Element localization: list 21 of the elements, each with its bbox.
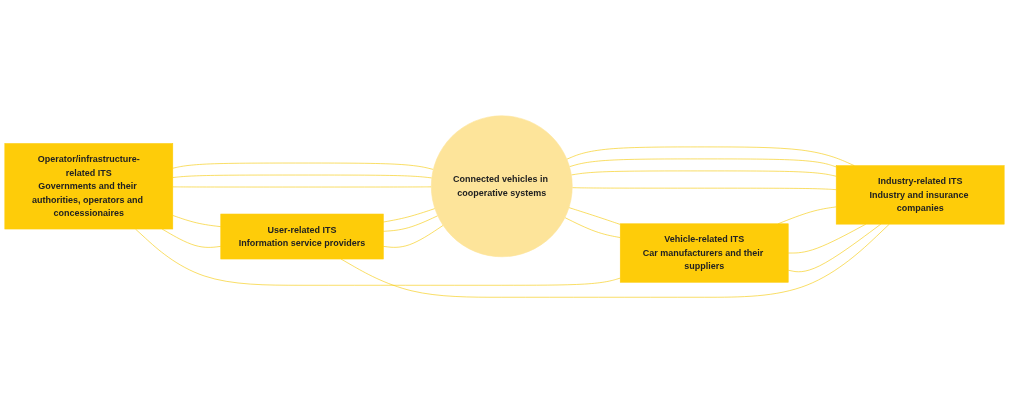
node-circle: Connected vehicles in cooperative systems: [431, 115, 573, 258]
connector: [564, 217, 621, 238]
connector: [172, 162, 434, 170]
node-box: Vehicle-related ITS Car manufacturers and their suppliers: [619, 223, 789, 283]
connector: [340, 223, 890, 298]
connector: [383, 225, 444, 248]
connector: [571, 170, 837, 177]
node-box: Operator/infrastructure-related ITS Governments and their authorities, operators and concessionaires: [4, 143, 174, 230]
node-box: Industry-related ITS Industry and insurance companies: [835, 165, 1005, 225]
connector: [172, 215, 222, 227]
connector: [569, 158, 837, 168]
connector: [383, 215, 439, 232]
connector: [172, 174, 433, 179]
connector: [571, 187, 837, 190]
connector: [172, 186, 432, 188]
connector: [383, 208, 436, 223]
connector: [135, 228, 621, 286]
connector: [568, 207, 621, 225]
connector: [566, 146, 855, 166]
connector: [787, 223, 882, 273]
node-box: User-related ITS Information service providers: [220, 213, 384, 260]
